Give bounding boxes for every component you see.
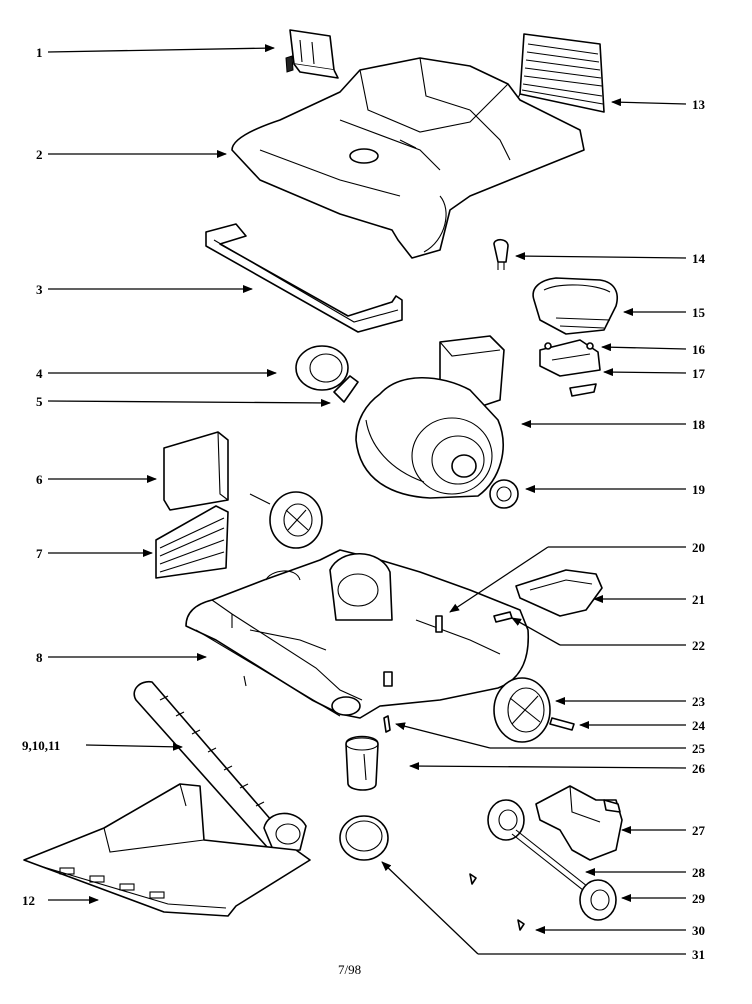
callout-29: 29	[692, 891, 706, 906]
callout-18: 18	[692, 417, 706, 432]
part-23-wheel	[493, 677, 575, 743]
callout-5: 5	[36, 394, 43, 409]
part-5-gasket	[333, 375, 359, 403]
callout-3: 3	[36, 282, 43, 297]
callout-17: 17	[692, 366, 706, 381]
callout-labels: 1 2 3 4 5 6 7 8 9,10,11 12 13 14 15 16 1…	[22, 45, 706, 962]
part-7-grille	[155, 505, 229, 579]
callout-2: 2	[36, 147, 43, 162]
part-13-grille	[517, 33, 605, 113]
callout-15: 15	[692, 305, 706, 320]
footer-date: 7/98	[338, 962, 361, 977]
callout-28: 28	[692, 865, 706, 880]
part-31-belt	[339, 815, 389, 861]
callout-8: 8	[36, 650, 43, 665]
part-21-pedal	[493, 569, 603, 623]
callout-14: 14	[692, 251, 706, 266]
callout-20: 20	[692, 540, 705, 555]
part-25-26-hose	[345, 715, 391, 791]
callout-7: 7	[36, 546, 43, 561]
part-1-bracket	[285, 29, 339, 79]
callout-4: 4	[36, 366, 43, 381]
callout-12: 12	[22, 893, 35, 908]
callout-31: 31	[692, 947, 705, 962]
part-fan-wheel	[249, 491, 323, 549]
callout-27: 27	[692, 823, 706, 838]
callout-21: 21	[692, 592, 705, 607]
leader-arrows	[47, 44, 687, 955]
part-19-bearing	[489, 479, 519, 509]
callout-1: 1	[36, 45, 43, 60]
part-8-base	[185, 549, 530, 719]
callout-24: 24	[692, 718, 706, 733]
part-4-ring	[295, 345, 349, 391]
part-2-hood	[231, 57, 585, 259]
callout-23: 23	[692, 694, 706, 709]
part-15-switch-cover	[532, 277, 618, 335]
part-27-29-wheel-assy	[469, 785, 623, 931]
callout-22: 22	[692, 638, 705, 653]
part-16-17-switch	[539, 339, 601, 397]
part-18-motor	[355, 335, 505, 499]
callout-26: 26	[692, 761, 706, 776]
part-14-plug	[493, 238, 509, 270]
callout-30: 30	[692, 923, 705, 938]
part-12-baseplate	[23, 783, 311, 917]
callout-13: 13	[692, 97, 706, 112]
callout-9-10-11: 9,10,11	[22, 738, 60, 753]
part-6-filter	[163, 431, 229, 511]
callout-25: 25	[692, 741, 706, 756]
callout-6: 6	[36, 472, 43, 487]
part-3-bumper	[205, 223, 403, 333]
callout-16: 16	[692, 342, 706, 357]
callout-19: 19	[692, 482, 706, 497]
